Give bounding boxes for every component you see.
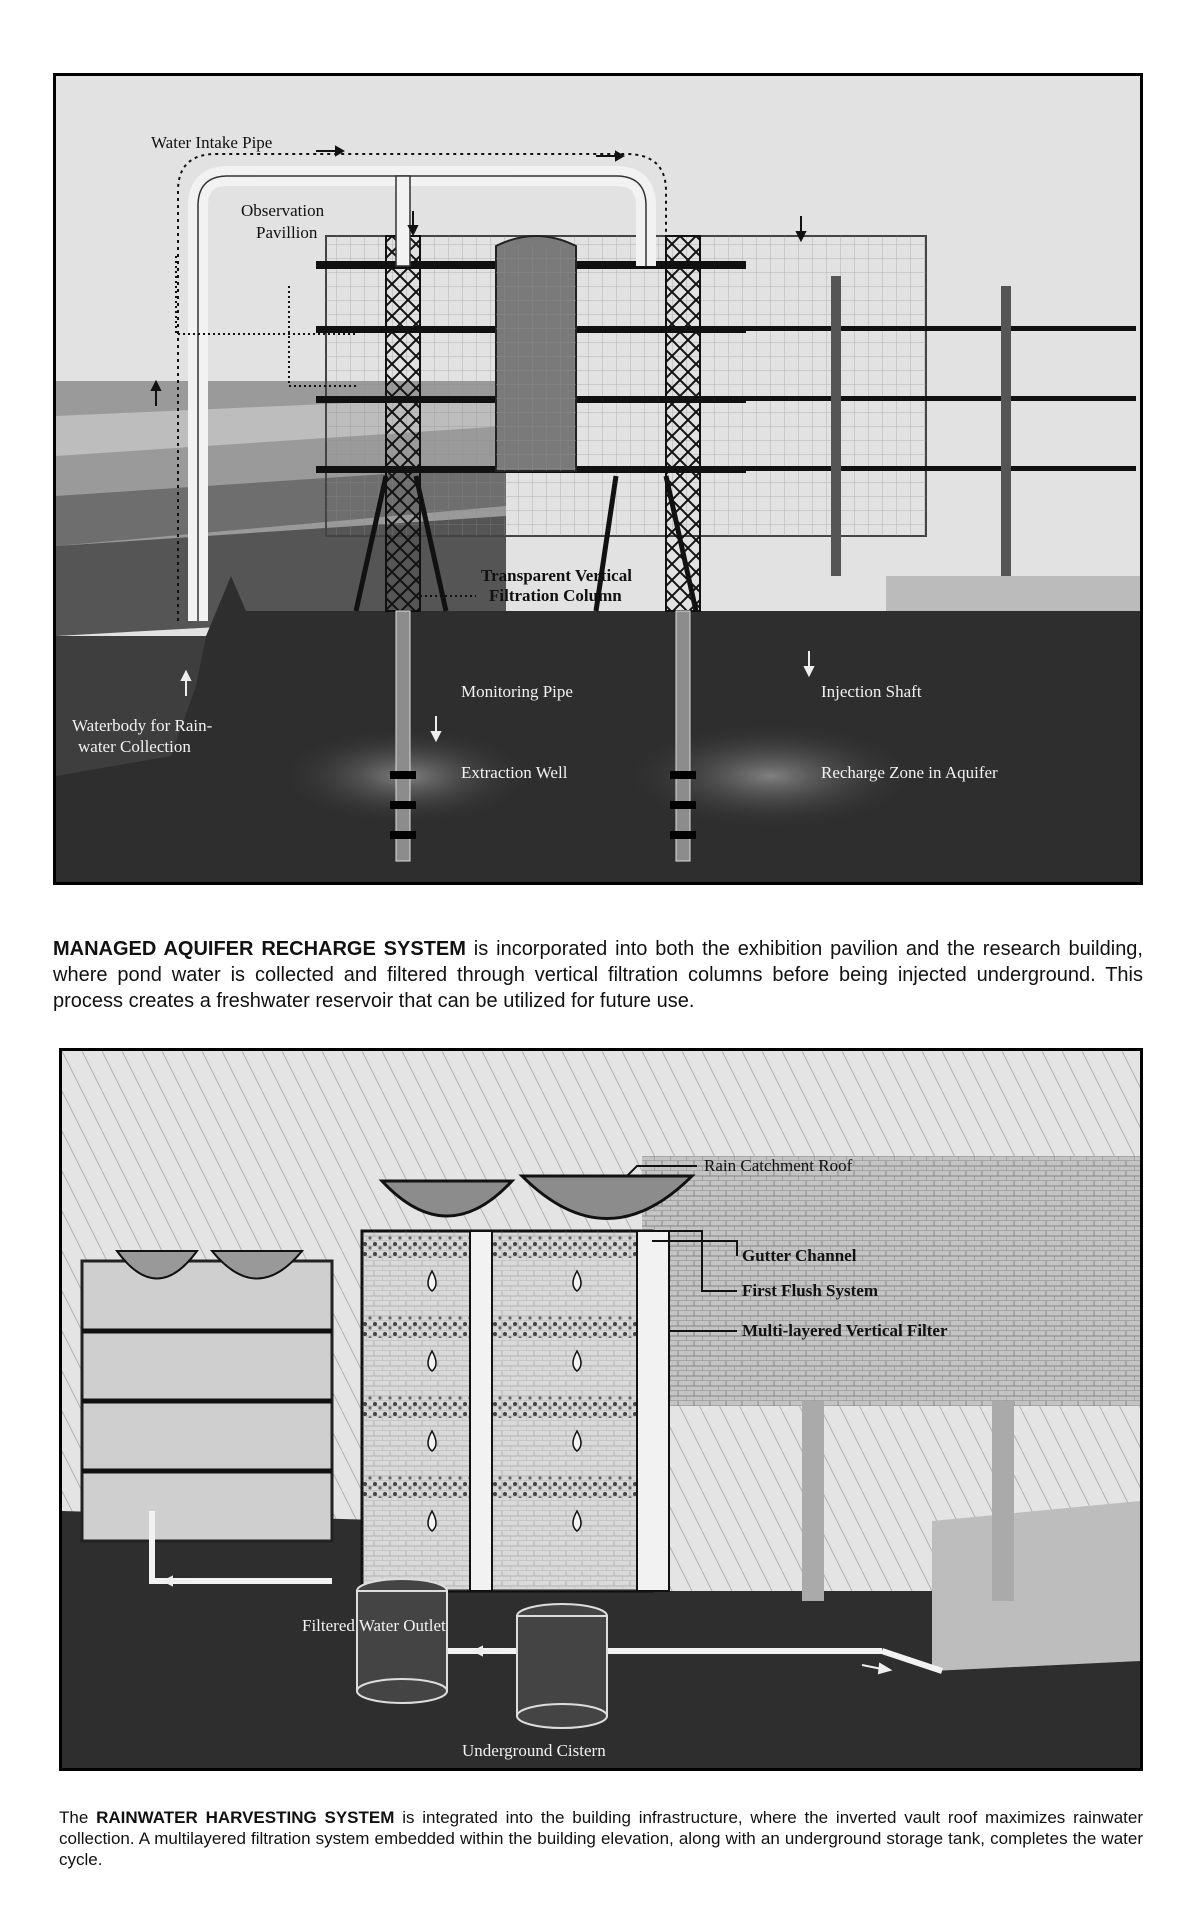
aquifer-section-drawing: Water Intake Pipe Observation Pavillion … (56, 76, 1140, 882)
injection-shaft (675, 610, 691, 862)
label-filtered-outlet: Filtered Water Outlet (302, 1616, 446, 1635)
caption-aquifer: MANAGED AQUIFER RECHARGE SYSTEM is incor… (53, 936, 1143, 1014)
label-filtration-line1: Transparent Vertical (481, 566, 632, 585)
pavilion-structure (316, 235, 1140, 612)
label-underground-cistern: Underground Cistern (462, 1741, 606, 1760)
filter-layer (362, 1236, 652, 1258)
label-waterbody-line1: Waterbody for Rain- (72, 716, 213, 735)
label-vertical-filter: Multi-layered Vertical Filter (742, 1321, 948, 1340)
caption-aquifer-text: is incorporated into both the exhibition… (53, 938, 1143, 1012)
ground-section (56, 576, 1140, 882)
waterbody (56, 636, 206, 776)
label-first-flush: First Flush System (742, 1281, 878, 1300)
aquifer-recharge-diagram: Water Intake Pipe Observation Pavillion … (53, 73, 1143, 885)
rear-building (642, 1156, 1140, 1406)
left-building (80, 1250, 334, 1543)
caption-rainwater-prefix: The (59, 1808, 97, 1827)
rainwater-section-drawing: Rain Catchment Roof Gutter Channel First… (62, 1051, 1140, 1768)
label-waterbody-line2: water Collection (78, 737, 191, 756)
vault-roof-left (378, 1179, 516, 1218)
label-observation-line1: Observation (241, 201, 325, 220)
caption-aquifer-title: MANAGED AQUIFER RECHARGE SYSTEM (53, 938, 466, 960)
extraction-well (395, 610, 411, 862)
filtration-column-left (385, 235, 421, 612)
filtration-column-right (665, 235, 701, 612)
label-filtration-line2: Filtration Column (489, 586, 622, 605)
caption-rainwater-text: is integrated into the building infrastr… (59, 1808, 1143, 1869)
plaza (932, 1501, 1140, 1671)
label-injection-shaft: Injection Shaft (821, 682, 922, 701)
label-observation-line2: Pavillion (256, 223, 318, 242)
label-rain-catchment-roof: Rain Catchment Roof (704, 1156, 853, 1175)
label-recharge-zone: Recharge Zone in Aquifer (821, 763, 998, 782)
cistern-left (356, 1578, 448, 1704)
vault-roof-right (518, 1174, 696, 1220)
rainwater-harvesting-diagram: Rain Catchment Roof Gutter Channel First… (59, 1048, 1143, 1771)
outlet-pipe (149, 1511, 332, 1584)
first-flush-column (636, 1230, 670, 1592)
caption-rainwater-title: RAINWATER HARVESTING SYSTEM (96, 1808, 395, 1827)
cistern-right (516, 1603, 608, 1729)
label-water-intake-pipe: Water Intake Pipe (151, 133, 272, 152)
label-extraction-well: Extraction Well (461, 763, 568, 782)
research-building (360, 1174, 696, 1593)
caption-rainwater: The RAINWATER HARVESTING SYSTEM is integ… (59, 1807, 1143, 1870)
label-monitoring-pipe: Monitoring Pipe (461, 682, 573, 701)
water-drops (427, 1269, 582, 1532)
label-gutter-channel: Gutter Channel (742, 1246, 857, 1265)
